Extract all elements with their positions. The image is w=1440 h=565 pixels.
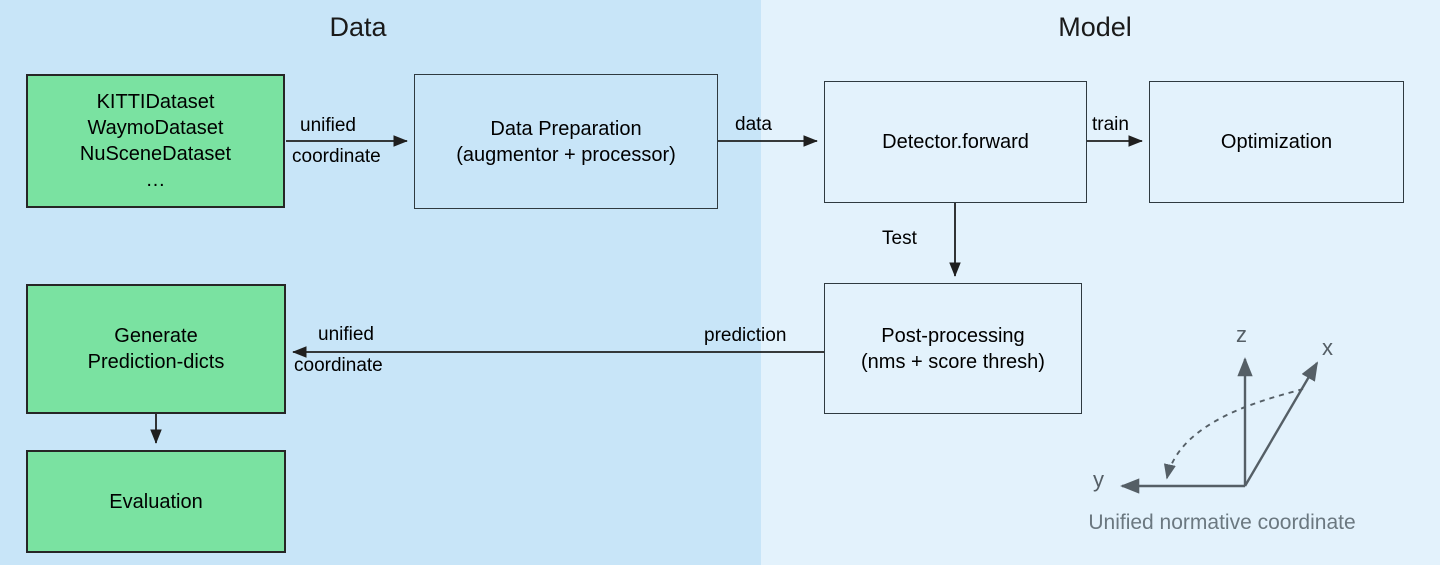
edge-label-unified-bottom: unified (318, 324, 374, 345)
node-evaluation[interactable]: Evaluation (26, 450, 286, 553)
coord-caption: Unified normative coordinate (1088, 511, 1356, 534)
coord-label-x: x (1322, 335, 1333, 360)
edge-label-coordinate-bottom: coordinate (294, 355, 383, 376)
node-datasets[interactable]: KITTIDataset WaymoDataset NuSceneDataset… (26, 74, 285, 208)
coord-label-y: y (1093, 467, 1104, 492)
section-title-model: Model (1058, 12, 1132, 42)
edge-label-unified-top: unified (300, 115, 356, 136)
model-section-panel (761, 0, 1440, 565)
coord-label-z: z (1236, 322, 1247, 347)
edge-label-train: train (1092, 114, 1129, 135)
node-detector-forward[interactable]: Detector.forward (824, 81, 1087, 203)
edge-label-prediction: prediction (704, 325, 787, 346)
node-post-processing[interactable]: Post-processing (nms + score thresh) (824, 283, 1082, 414)
node-optimization[interactable]: Optimization (1149, 81, 1404, 203)
edge-label-data: data (735, 114, 772, 135)
edge-label-test: Test (882, 228, 917, 249)
edge-label-coordinate-top: coordinate (292, 146, 381, 167)
node-generate-prediction-dicts[interactable]: Generate Prediction-dicts (26, 284, 286, 414)
node-data-preparation[interactable]: Data Preparation (augmentor + processor) (414, 74, 718, 209)
section-title-data: Data (329, 12, 387, 42)
